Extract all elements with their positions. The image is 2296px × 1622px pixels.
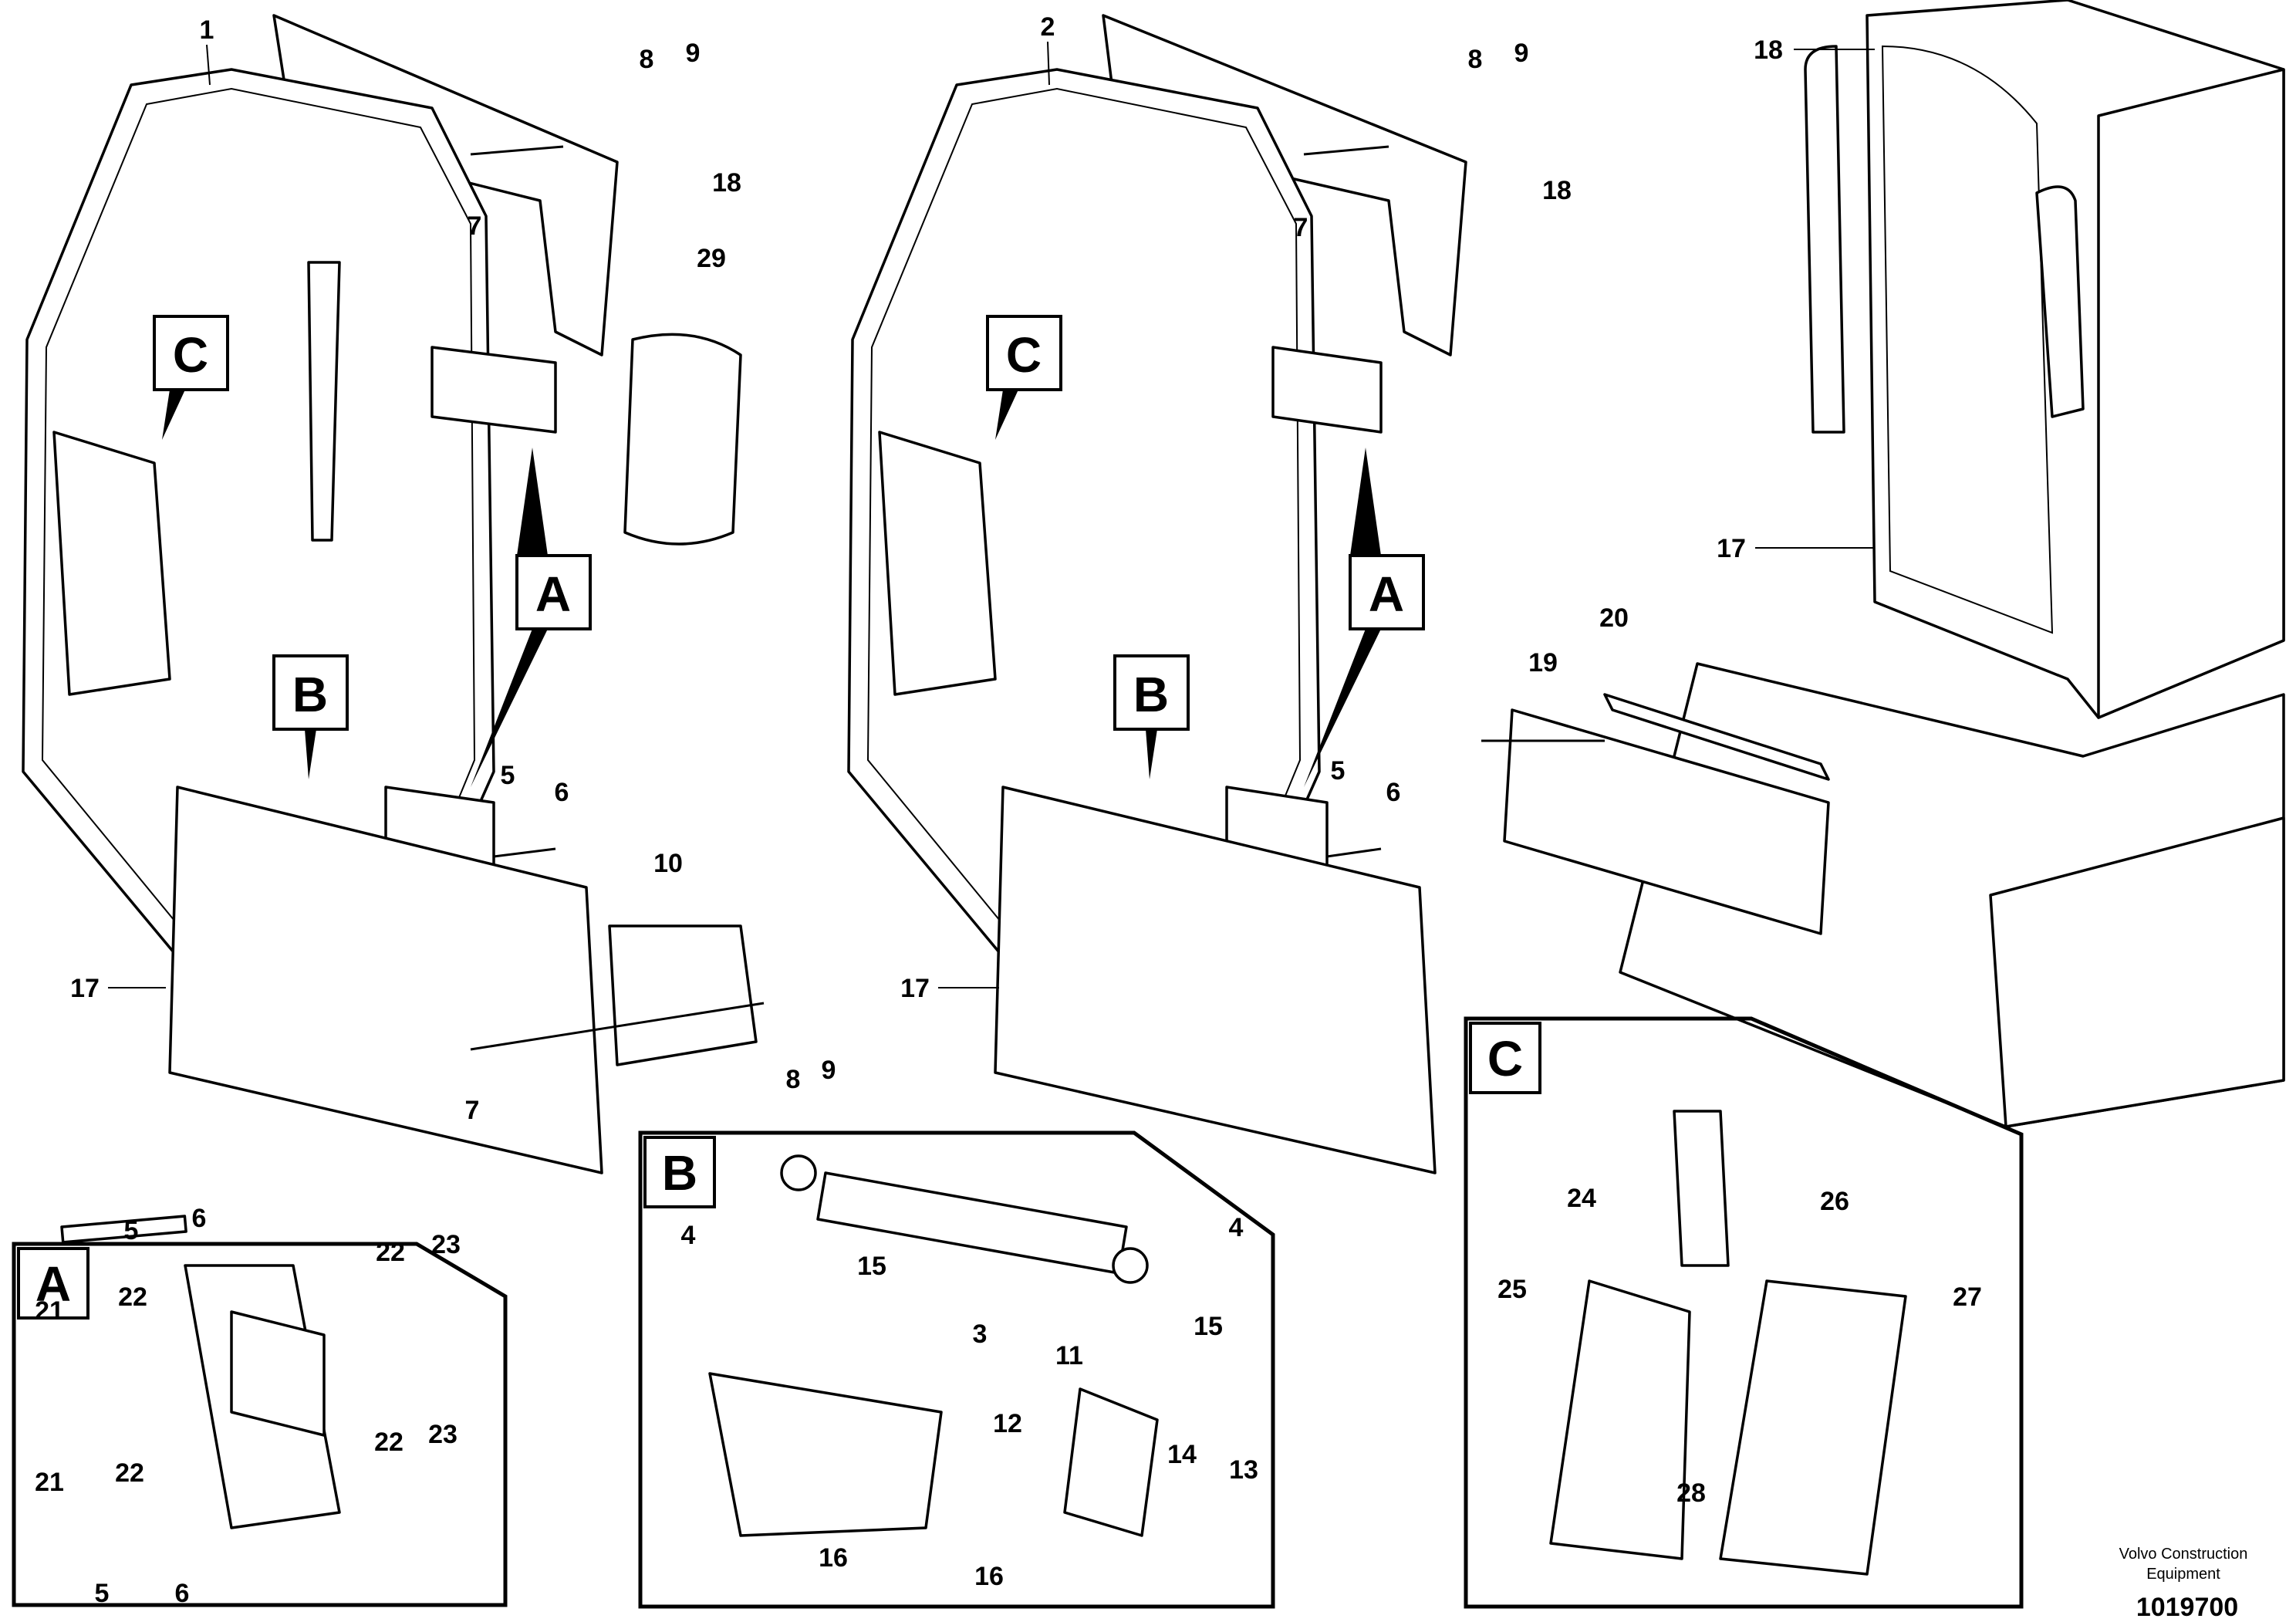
part-label-21b: 21 [35,1468,64,1497]
part-label-21: 21 [35,1296,64,1326]
part-label-4b: 4 [1229,1213,1244,1242]
part-label-14: 14 [1167,1440,1197,1469]
left-door-assembly [22,14,765,1174]
svg-text:A: A [1369,566,1404,622]
part-label-18b: 18 [1542,176,1572,205]
part-label-10: 10 [653,849,683,878]
part-label-17c: 17 [1717,534,1746,563]
callout-b-middle: B [1113,654,1190,779]
part-label-5d: 5 [95,1579,110,1608]
part-label-11: 11 [1055,1341,1083,1370]
part-label-9c: 9 [1514,39,1529,68]
part-label-7c: 7 [1294,213,1308,242]
part-label-28: 28 [1676,1478,1706,1508]
part-label-12: 12 [993,1409,1022,1438]
part-label-6d: 6 [175,1579,190,1608]
part-label-6b: 6 [1386,778,1401,807]
svg-text:C: C [1006,327,1042,383]
part-label-22: 22 [376,1238,405,1267]
middle-door-assembly [847,14,1467,1174]
part-label-22b: 22 [118,1282,147,1312]
part-label-13: 13 [1229,1455,1258,1485]
callout-c-middle: C [986,315,1062,440]
part-label-15b: 15 [1194,1312,1223,1341]
part-label-26: 26 [1820,1187,1849,1216]
part-label-15: 15 [857,1252,886,1281]
svg-text:C: C [173,327,208,383]
credit-line-1: Volvo Construction [2119,1546,2248,1563]
credit-line-2: Equipment [2146,1566,2220,1583]
detail-panel-c: C [1464,1016,2024,1609]
part-label-25: 25 [1497,1275,1527,1304]
callout-a-middle: A [1304,448,1425,787]
part-label-18c: 18 [1754,35,1783,65]
part-label-16: 16 [819,1543,848,1573]
part-label-6: 6 [555,778,569,807]
drawing-number: 1019700 [2136,1593,2238,1622]
part-label-7b: 7 [465,1096,480,1125]
part-label-22c: 22 [374,1428,403,1457]
part-label-17: 17 [70,974,100,1003]
part-label-8b: 8 [786,1065,801,1094]
part-label-17b: 17 [900,974,930,1003]
part-label-9b: 9 [822,1056,836,1085]
view-label-b: B [662,1145,697,1201]
part-label-8: 8 [640,45,654,74]
part-label-20: 20 [1599,603,1629,633]
part-label-23b: 23 [428,1420,458,1449]
part-label-22d: 22 [115,1458,144,1488]
view-label-c: C [1487,1031,1523,1086]
part-label-7: 7 [468,211,482,241]
callout-b-left: B [272,654,349,779]
part-label-8c: 8 [1468,45,1483,74]
detail-panel-b: B [638,1130,1275,1609]
part-label-6c: 6 [192,1204,207,1233]
part-label-16b: 16 [974,1562,1004,1591]
callout-c-left: C [153,315,229,440]
part-number-labels: 1 8 9 18 7 29 5 6 10 17 7 8 9 2 8 9 18 7… [35,12,1982,1608]
part-label-27: 27 [1953,1282,1982,1312]
part-label-3: 3 [973,1320,988,1349]
detail-panel-a: A [12,1215,508,1607]
svg-text:A: A [535,566,571,622]
part-label-24: 24 [1567,1184,1596,1213]
view-label-a: A [35,1256,71,1312]
part-label-18: 18 [712,168,741,198]
part-label-23: 23 [431,1230,461,1259]
part-label-9: 9 [686,39,701,68]
drawing-credit: Volvo Construction Equipment 1019700 [2119,1546,2248,1622]
part-label-2: 2 [1041,12,1055,42]
cab-frame-isometric [1481,0,2285,1128]
part-label-5: 5 [501,761,515,790]
svg-text:B: B [1133,667,1169,722]
part-label-19: 19 [1528,648,1558,678]
part-label-29: 29 [697,244,726,273]
callout-a-left: A [471,448,592,787]
part-label-5b: 5 [1331,756,1346,786]
svg-text:B: B [292,667,328,722]
part-label-4: 4 [681,1221,696,1250]
part-label-1: 1 [200,15,214,45]
part-label-5c: 5 [124,1216,139,1245]
